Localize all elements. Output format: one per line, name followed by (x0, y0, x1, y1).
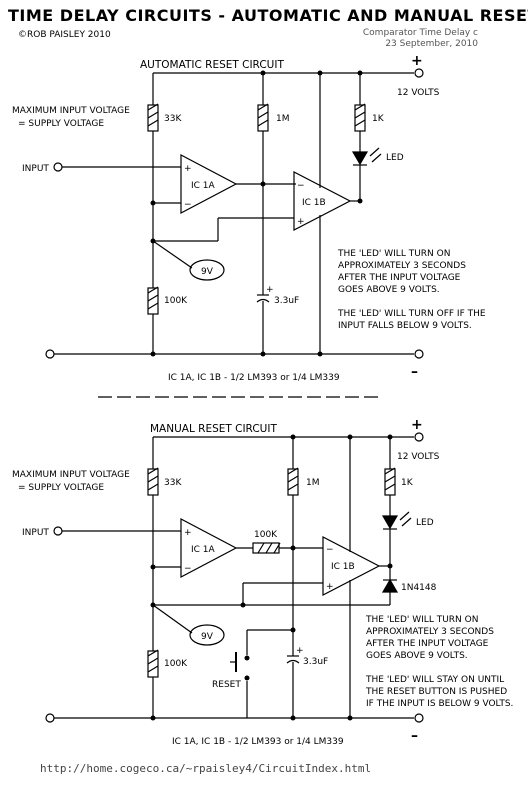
svg-text:GOES ABOVE 9 VOLTS.: GOES ABOVE 9 VOLTS. (366, 651, 468, 661)
auto-supply-positive-terminal (414, 68, 424, 78)
manual-max-input-line1: MAXIMUM INPUT VOLTAGE (12, 470, 130, 480)
auto-volts-label: 12 VOLTS (397, 88, 440, 98)
manual-ic1b-label: IC 1B (331, 562, 355, 572)
manual-minus-sign: – (411, 728, 418, 744)
manual-reset-label: RESET (212, 680, 241, 690)
manual-diode-label: 1N4148 (401, 583, 437, 593)
manual-input-terminal (53, 526, 63, 536)
auto-r100k-label: 100K (164, 296, 188, 306)
svg-text:+: + (184, 164, 192, 174)
copyright: ©ROB PAISLEY 2010 (18, 30, 111, 40)
svg-text:+: + (296, 646, 304, 656)
manual-input-label: INPUT (22, 528, 49, 538)
auto-ic1b-opamp (293, 171, 352, 231)
auto-ic1a-label: IC 1A (191, 181, 216, 191)
auto-ic1a-opamp (180, 154, 238, 214)
auto-9v-callout (189, 259, 225, 281)
svg-text:+: + (266, 285, 274, 295)
manual-r1m-label: 1M (306, 478, 320, 488)
manual-cap-label: 3.3uF (303, 657, 328, 667)
svg-text:THE 'LED' WILL TURN ON: THE 'LED' WILL TURN ON (365, 615, 478, 625)
auto-ic1b-label: IC 1B (302, 198, 326, 208)
auto-led-label: LED (386, 153, 404, 163)
manual-description: THE 'LED' WILL TURN ON APPROXIMATELY 3 S… (365, 615, 513, 709)
svg-text:−: − (326, 545, 334, 555)
document-date: 23 September, 2010 (385, 39, 478, 49)
auto-plus-sign: + (411, 53, 423, 69)
auto-r1k-label: 1K (372, 114, 385, 124)
manual-ic1b-opamp (322, 536, 381, 596)
svg-text:AFTER THE INPUT VOLTAGE: AFTER THE INPUT VOLTAGE (366, 639, 489, 649)
svg-text:+: + (326, 582, 334, 592)
auto-max-input-line1: MAXIMUM INPUT VOLTAGE (12, 106, 130, 116)
manual-ic1a-label: IC 1A (191, 545, 216, 555)
manual-volts-label: 12 VOLTS (397, 452, 440, 462)
manual-plus-sign: + (411, 417, 423, 433)
manual-ground-right-terminal (414, 713, 424, 723)
manual-led (381, 515, 399, 530)
svg-text:THE RESET BUTTON IS PUSHED: THE RESET BUTTON IS PUSHED (365, 687, 507, 697)
manual-heading: MANUAL RESET CIRCUIT (150, 423, 277, 435)
manual-ic1a-opamp (180, 518, 238, 578)
svg-text:THE 'LED' WILL TURN ON: THE 'LED' WILL TURN ON (337, 249, 450, 259)
manual-r33k-label: 33K (164, 478, 182, 488)
svg-text:THE 'LED' WILL TURN OFF IF THE: THE 'LED' WILL TURN OFF IF THE (337, 309, 486, 319)
auto-ground-left-terminal (45, 349, 55, 359)
page-title: TIME DELAY CIRCUITS - AUTOMATIC AND MANU… (8, 6, 528, 25)
manual-supply-positive-terminal (414, 432, 424, 442)
svg-text:+: + (184, 528, 192, 538)
manual-led-label: LED (416, 518, 434, 528)
auto-ref-label: 9V (201, 267, 214, 277)
manual-ref-label: 9V (201, 632, 214, 642)
auto-led (351, 151, 369, 166)
auto-max-input-line2: = SUPPLY VOLTAGE (18, 119, 104, 129)
svg-text:AFTER THE INPUT VOLTAGE: AFTER THE INPUT VOLTAGE (338, 273, 461, 283)
auto-description: THE 'LED' WILL TURN ON APPROXIMATELY 3 S… (337, 249, 486, 331)
manual-diode (381, 578, 399, 593)
svg-text:APPROXIMATELY 3 SECONDS: APPROXIMATELY 3 SECONDS (366, 627, 494, 637)
svg-text:INPUT FALLS BELOW 9 VOLTS.: INPUT FALLS BELOW 9 VOLTS. (338, 321, 472, 331)
svg-text:−: − (184, 564, 192, 574)
manual-max-input-line2: = SUPPLY VOLTAGE (18, 483, 104, 493)
manual-reset-circuit: MANUAL RESET CIRCUIT + 12 VOLTS – 33K 10… (12, 417, 513, 747)
auto-r1m-label: 1M (276, 114, 290, 124)
auto-minus-sign: – (411, 364, 418, 380)
svg-text:−: − (184, 200, 192, 210)
auto-cap-label: 3.3uF (274, 296, 299, 306)
manual-ic-note: IC 1A, IC 1B - 1/2 LM393 or 1/4 LM339 (172, 737, 344, 747)
manual-9v-callout (189, 624, 225, 646)
svg-text:IF THE INPUT IS BELOW 9 VOLTS.: IF THE INPUT IS BELOW 9 VOLTS. (366, 699, 513, 709)
manual-ground-left-terminal (45, 713, 55, 723)
auto-r33k-label: 33K (164, 114, 182, 124)
auto-ic-note: IC 1A, IC 1B - 1/2 LM393 or 1/4 LM339 (168, 373, 340, 383)
manual-r100k-series-label: 100K (254, 530, 278, 540)
svg-text:−: − (297, 181, 305, 191)
svg-text:GOES ABOVE 9 VOLTS.: GOES ABOVE 9 VOLTS. (338, 285, 440, 295)
manual-r1k-label: 1K (401, 478, 414, 488)
svg-text:THE 'LED' WILL STAY ON UNTIL: THE 'LED' WILL STAY ON UNTIL (365, 675, 504, 685)
document-name: Comparator Time Delay c (362, 28, 478, 38)
source-url: http://home.cogeco.ca/~rpaisley4/Circuit… (40, 762, 372, 775)
automatic-reset-circuit: AUTOMATIC RESET CIRCUIT + 12 VOLTS – 33K… (12, 53, 486, 383)
manual-r100k-label: 100K (164, 659, 188, 669)
auto-heading: AUTOMATIC RESET CIRCUIT (140, 59, 284, 71)
svg-text:APPROXIMATELY 3 SECONDS: APPROXIMATELY 3 SECONDS (338, 261, 466, 271)
auto-input-label: INPUT (22, 164, 49, 174)
auto-ground-right-terminal (414, 349, 424, 359)
auto-input-terminal (53, 162, 63, 172)
svg-text:+: + (297, 217, 305, 227)
